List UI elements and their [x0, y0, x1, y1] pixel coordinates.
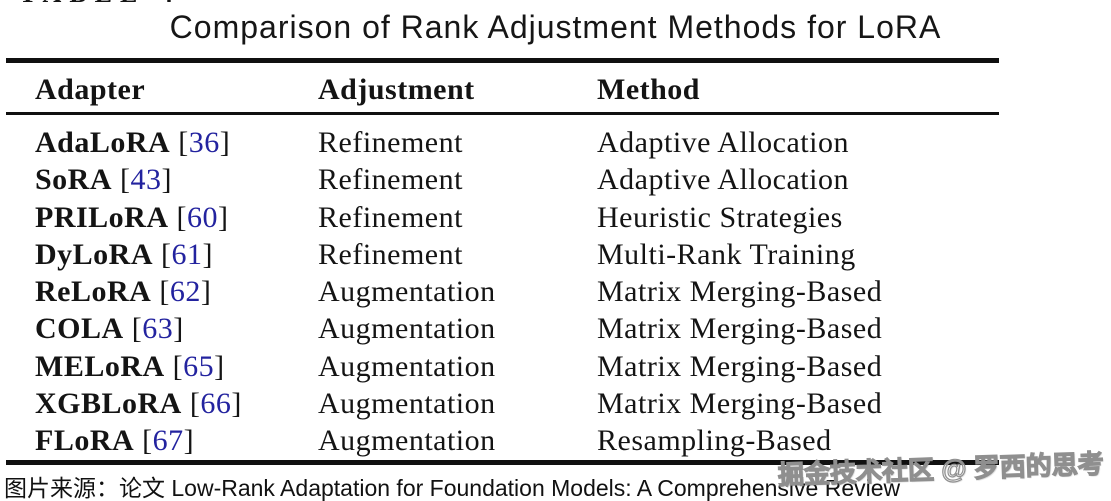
adapter-cell: MELoRA [65]	[35, 348, 225, 385]
adjustment-cell: Refinement	[318, 237, 463, 271]
citation-ref: [66]	[189, 387, 242, 421]
table-row: XGBLoRA [66] Augmentation Matrix Merging…	[0, 385, 1111, 422]
adapter-cell: PRILoRA [60]	[35, 199, 229, 236]
adapter-cell: AdaLoRA [36]	[35, 124, 230, 161]
method-cell: Adaptive Allocation	[597, 126, 849, 159]
adjustment-cell: Refinement	[318, 163, 463, 197]
adapter-name: XGBLoRA	[35, 387, 182, 421]
adjustment-cell: Augmentation	[318, 387, 496, 421]
clipped-table-number-label: TABLE 4	[0, 0, 200, 8]
adapter-cell: XGBLoRA [66]	[35, 385, 242, 422]
figure-title: Comparison of Rank Adjustment Methods fo…	[169, 9, 942, 45]
adapter-name: DyLoRA	[35, 237, 154, 271]
method-cell: Matrix Merging-Based	[597, 275, 883, 309]
citation-ref: [61]	[161, 237, 214, 271]
adapter-name: ReLoRA	[35, 275, 152, 309]
table-bottom-rule	[6, 460, 999, 465]
citation-ref: [63]	[131, 312, 184, 346]
table-number-text: TABLE 4	[0, 0, 200, 8]
table-row: DyLoRA [61] Refinement Multi-Rank Traini…	[0, 236, 1111, 273]
citation-ref: [62]	[159, 275, 212, 309]
column-header-adapter: Adapter	[35, 73, 146, 106]
table-row: FLoRA [67] Augmentation Resampling-Based	[0, 422, 1111, 459]
table-body: AdaLoRA [36] Refinement Adaptive Allocat…	[0, 124, 1111, 460]
method-cell: Matrix Merging-Based	[597, 387, 883, 421]
method-cell: Heuristic Strategies	[597, 200, 843, 234]
adjustment-cell: Augmentation	[318, 424, 496, 458]
adapter-cell: FLoRA [67]	[35, 422, 194, 459]
adapter-cell: COLA [63]	[35, 310, 184, 347]
method-cell: Matrix Merging-Based	[597, 312, 883, 346]
adjustment-cell: Augmentation	[318, 275, 496, 309]
adapter-name: FLoRA	[35, 424, 135, 458]
table-row: PRILoRA [60] Refinement Heuristic Strate…	[0, 199, 1111, 236]
citation-ref: [60]	[176, 200, 229, 234]
adjustment-cell: Refinement	[318, 200, 463, 234]
adjustment-cell: Augmentation	[318, 349, 496, 383]
table-row: AdaLoRA [36] Refinement Adaptive Allocat…	[0, 124, 1111, 161]
table-top-rule	[6, 58, 999, 63]
table-row: ReLoRA [62] Augmentation Matrix Merging-…	[0, 273, 1111, 310]
table-row: SoRA [43] Refinement Adaptive Allocation	[0, 161, 1111, 198]
adapter-cell: ReLoRA [62]	[35, 273, 211, 310]
table-header-rule	[6, 112, 999, 115]
citation-ref: [36]	[178, 126, 231, 159]
adapter-cell: SoRA [43]	[35, 161, 172, 198]
adapter-name: AdaLoRA	[35, 126, 171, 159]
column-header-adjustment: Adjustment	[318, 73, 475, 106]
method-cell: Adaptive Allocation	[597, 163, 849, 197]
image-source-caption: 图片来源：论文 Low-Rank Adaptation for Foundati…	[4, 475, 901, 501]
adapter-cell: DyLoRA [61]	[35, 236, 213, 273]
table-header-row: Adapter Adjustment Method	[0, 68, 1111, 112]
citation-ref: [65]	[172, 349, 225, 383]
adapter-name: MELoRA	[35, 349, 165, 383]
adjustment-cell: Augmentation	[318, 312, 496, 346]
method-cell: Matrix Merging-Based	[597, 349, 883, 383]
adapter-name: PRILoRA	[35, 200, 169, 234]
table-row: COLA [63] Augmentation Matrix Merging-Ba…	[0, 310, 1111, 347]
citation-ref: [67]	[142, 424, 195, 458]
adapter-name: SoRA	[35, 163, 113, 197]
adapter-name: COLA	[35, 312, 124, 346]
citation-ref: [43]	[120, 163, 173, 197]
adjustment-cell: Refinement	[318, 126, 463, 159]
method-cell: Resampling-Based	[597, 424, 832, 458]
column-header-method: Method	[597, 73, 700, 106]
method-cell: Multi-Rank Training	[597, 237, 856, 271]
table-row: MELoRA [65] Augmentation Matrix Merging-…	[0, 348, 1111, 385]
